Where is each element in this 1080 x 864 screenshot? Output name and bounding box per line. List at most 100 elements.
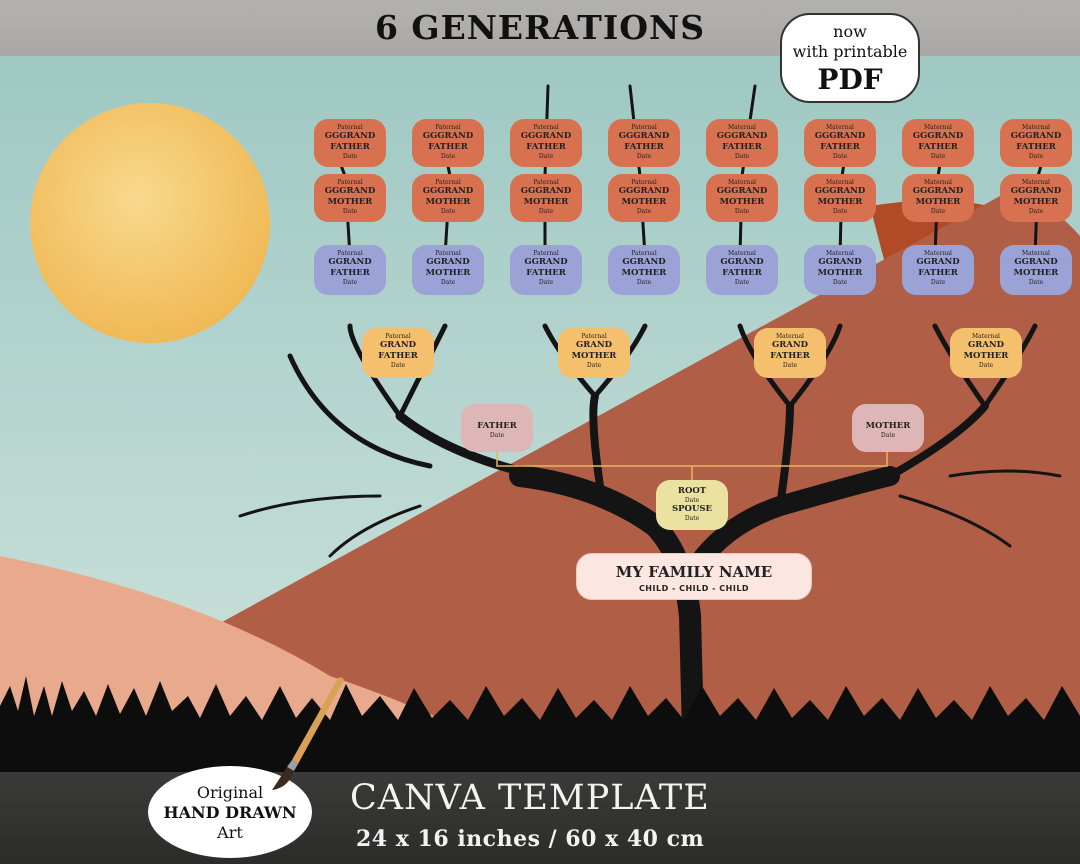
- node-side: Maternal: [826, 124, 854, 131]
- node-name: FATHER: [1016, 142, 1056, 152]
- node-side: Paternal: [385, 333, 411, 340]
- node-date: Date: [636, 153, 652, 160]
- node-side: Paternal: [337, 250, 363, 257]
- node-date: Date: [832, 153, 848, 160]
- node-date: Date: [440, 208, 456, 215]
- node-side: Paternal: [337, 124, 363, 131]
- node-name: MOTHER: [865, 421, 911, 431]
- node-name: GRAND: [575, 340, 613, 350]
- node-side: Paternal: [533, 179, 559, 186]
- node-spouse: SPOUSE: [672, 504, 712, 514]
- node-date: Date: [1028, 279, 1044, 286]
- node-name: MOTHER: [1013, 197, 1059, 207]
- node-name: FATHER: [770, 351, 810, 361]
- node-side: Maternal: [924, 124, 952, 131]
- node-name: FATHER: [330, 142, 370, 152]
- node-date: Date: [538, 279, 554, 286]
- node-name: GGGRAND: [1010, 186, 1062, 196]
- node-name: FATHER: [918, 142, 958, 152]
- node-name: FATHER: [330, 268, 370, 278]
- node-name: MOTHER: [621, 197, 667, 207]
- pdf-badge-line1: now: [833, 22, 867, 41]
- mountain: [160, 195, 1080, 772]
- node-name: GGGRAND: [716, 131, 768, 141]
- node-name: FATHER: [477, 421, 517, 431]
- node-date: Date: [734, 279, 750, 286]
- sun: [30, 103, 270, 343]
- node-name: FATHER: [378, 351, 418, 361]
- node-date: Date: [832, 279, 848, 286]
- node-name: GGGRAND: [324, 131, 376, 141]
- node-name: GGRAND: [328, 257, 372, 267]
- node-name: GGRAND: [524, 257, 568, 267]
- node-date: Date: [440, 279, 456, 286]
- node-name: GGGRAND: [324, 186, 376, 196]
- pdf-badge-line2: with printable: [792, 42, 908, 61]
- connector-lines: [496, 451, 888, 480]
- node-date: Date: [489, 432, 505, 439]
- node-name: MOTHER: [621, 268, 667, 278]
- node-date: Date: [390, 362, 406, 369]
- node-name: MOTHER: [425, 197, 471, 207]
- node-name: FATHER: [820, 142, 860, 152]
- node-side: Paternal: [435, 124, 461, 131]
- node-date: Date: [880, 432, 896, 439]
- node-side: Paternal: [435, 250, 461, 257]
- grass: [0, 676, 1080, 772]
- node-name: GGGRAND: [422, 131, 474, 141]
- node-name: MOTHER: [817, 268, 863, 278]
- node-name: GGGRAND: [618, 186, 670, 196]
- node-side: Maternal: [728, 179, 756, 186]
- node-name: FATHER: [526, 268, 566, 278]
- node-side: Maternal: [728, 250, 756, 257]
- node-side: Maternal: [924, 250, 952, 257]
- node-name: GGGRAND: [422, 186, 474, 196]
- node-side: Paternal: [631, 124, 657, 131]
- node-date: Date: [978, 362, 994, 369]
- node-side: Maternal: [826, 179, 854, 186]
- node-name: GGRAND: [916, 257, 960, 267]
- node-date: Date: [636, 279, 652, 286]
- node-side: Paternal: [631, 179, 657, 186]
- pdf-badge: now with printable PDF: [780, 13, 920, 103]
- node-date: Date: [342, 279, 358, 286]
- node-father: FATHER Date: [461, 404, 533, 452]
- node-name: FATHER: [918, 268, 958, 278]
- node-side: Maternal: [1022, 124, 1050, 131]
- node-side: Paternal: [435, 179, 461, 186]
- node-date: Date: [586, 362, 602, 369]
- node-name: FATHER: [428, 142, 468, 152]
- badge-line1: Original: [196, 783, 264, 802]
- node-name: GGGRAND: [520, 186, 572, 196]
- node-date: Date: [832, 208, 848, 215]
- node-date: Date: [440, 153, 456, 160]
- node-name: GGRAND: [622, 257, 666, 267]
- node-side: Paternal: [581, 333, 607, 340]
- node-date: Date: [930, 208, 946, 215]
- family-name: MY FAMILY NAME: [615, 563, 773, 581]
- node-date: Date: [538, 153, 554, 160]
- node-name: FATHER: [722, 268, 762, 278]
- node-side: Paternal: [337, 179, 363, 186]
- node-date: Date: [930, 279, 946, 286]
- node-root: ROOT Date SPOUSE Date: [656, 480, 728, 530]
- node-name: GGGRAND: [814, 131, 866, 141]
- node-name: GGGRAND: [520, 131, 572, 141]
- node-side: Maternal: [1022, 250, 1050, 257]
- children-line: CHILD - CHILD - CHILD: [638, 584, 750, 593]
